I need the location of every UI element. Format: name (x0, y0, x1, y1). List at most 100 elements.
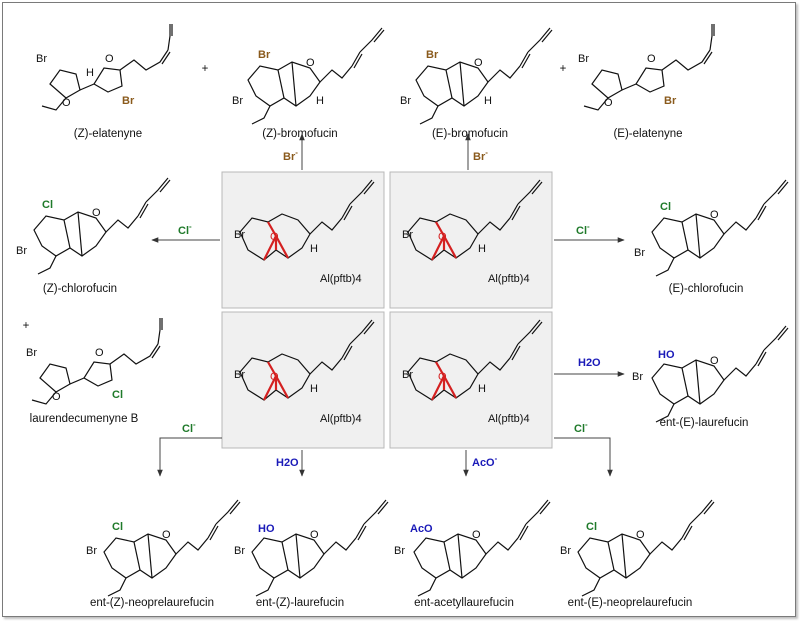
reagent-h2o-bottom: H2O (276, 457, 299, 469)
svg-text:Br: Br (394, 545, 405, 557)
svg-text:O: O (306, 57, 315, 69)
reagent-cl-left: Cl- (178, 222, 192, 237)
svg-text:Br: Br (36, 53, 47, 65)
svg-text:Br: Br (234, 369, 245, 381)
svg-text:Cl: Cl (586, 521, 597, 533)
label-e-elatenyne: (E)-elatenyne (613, 128, 682, 140)
label-e-bromofucin: (E)-bromofucin (432, 128, 508, 140)
reagent-br-left: Br- (283, 148, 298, 163)
label-e-chlorofucin: (E)-chlorofucin (669, 283, 744, 295)
label-ent-e-laurefucin: ent-(E)-laurefucin (660, 417, 749, 429)
svg-text:Br: Br (234, 229, 245, 241)
svg-text:HO: HO (658, 349, 675, 361)
label-ent-z-neoprelaurefucin: ent-(Z)-neoprelaurefucin (90, 597, 214, 609)
svg-text:Cl: Cl (112, 389, 123, 401)
svg-text:H: H (478, 243, 486, 255)
oxonium-z-top: Br O H Al(pftb)4 (234, 178, 376, 285)
label-ent-e-neoprelaurefucin: ent-(E)-neoprelaurefucin (568, 597, 693, 609)
svg-text:Al(pftb)4: Al(pftb)4 (488, 413, 530, 425)
svg-text:Br: Br (634, 247, 645, 259)
svg-text:O: O (710, 209, 719, 221)
svg-text:Br: Br (402, 229, 413, 241)
svg-text:Br: Br (402, 369, 413, 381)
svg-text:O: O (310, 529, 319, 541)
svg-text:Br: Br (632, 371, 643, 383)
svg-text:Br: Br (578, 53, 589, 65)
svg-text:O: O (472, 529, 481, 541)
e-bromofucin-structure: Br Br O H (400, 27, 553, 125)
svg-text:H: H (484, 95, 492, 107)
svg-text:H: H (310, 383, 318, 395)
svg-text:Br: Br (426, 49, 439, 61)
svg-text:O: O (438, 371, 447, 383)
ent-acetyllaurefucin-structure: AcO Br O (394, 499, 551, 597)
panel-z-top (221, 171, 385, 309)
reagent-br-right: Br- (473, 148, 488, 163)
svg-text:Br: Br (234, 545, 245, 557)
label-z-elatenyne: (Z)-elatenyne (74, 128, 142, 140)
panel-e-top (389, 171, 553, 309)
arrow-cl-bottom-left (157, 437, 222, 477)
svg-text:O: O (95, 347, 104, 359)
svg-text:H: H (310, 243, 318, 255)
oxonium-z-bottom: Br O H Al(pftb)4 (234, 318, 376, 425)
svg-text:O: O (636, 529, 645, 541)
svg-text:Br: Br (560, 545, 571, 557)
label-ent-z-laurefucin: ent-(Z)-laurefucin (256, 597, 344, 609)
svg-text:Br: Br (232, 95, 243, 107)
svg-text:AcO: AcO (410, 523, 433, 535)
svg-text:Br: Br (122, 95, 135, 107)
svg-text:H: H (316, 95, 324, 107)
label-ent-acetyllaurefucin: ent-acetyllaurefucin (414, 597, 514, 609)
svg-text:Br: Br (664, 95, 677, 107)
ent-e-neoprelaurefucin-structure: Cl Br O (560, 499, 715, 597)
oxonium-e-bottom: Br O H Al(pftb)4 (402, 318, 544, 425)
reagent-cl-bottom-left: Cl- (182, 420, 196, 435)
svg-text:O: O (105, 53, 114, 65)
panel-e-bottom (389, 311, 553, 449)
reagent-cl-right: Cl- (576, 222, 590, 237)
label-z-chlorofucin: (Z)-chlorofucin (43, 283, 117, 295)
label-z-bromofucin: (Z)-bromofucin (262, 128, 337, 140)
svg-text:Br: Br (16, 245, 27, 257)
svg-text:Al(pftb)4: Al(pftb)4 (488, 273, 530, 285)
arrow-cl-bottom-right (554, 437, 613, 477)
z-chlorofucin-structure: Cl Br O (16, 177, 171, 275)
svg-text:O: O (474, 57, 483, 69)
svg-text:H: H (478, 383, 486, 395)
z-elatenyne-structure: Br O O H Br (36, 23, 173, 111)
svg-text:H: H (86, 67, 94, 79)
svg-text:Cl: Cl (112, 521, 123, 533)
svg-text:O: O (710, 355, 719, 367)
ent-z-neoprelaurefucin-structure: Cl Br O (86, 499, 241, 597)
svg-text:O: O (52, 391, 61, 403)
svg-text:Al(pftb)4: Al(pftb)4 (320, 273, 362, 285)
laurendecumenyne-b-structure: Br O O Cl (26, 317, 163, 405)
svg-text:O: O (604, 97, 613, 109)
e-chlorofucin-structure: Cl Br O (634, 179, 789, 277)
reagent-cl-bottom-right: Cl- (574, 420, 588, 435)
plus-sign-top-left: + (202, 63, 209, 75)
oxonium-e-top: Br O H Al(pftb)4 (402, 178, 544, 285)
z-bromofucin-structure: Br Br O H (232, 27, 385, 125)
svg-text:Cl: Cl (42, 199, 53, 211)
plus-sign-top-right: + (560, 63, 567, 75)
svg-text:Br: Br (400, 95, 411, 107)
svg-text:O: O (270, 371, 279, 383)
e-elatenyne-structure: Br O O Br (578, 23, 715, 111)
svg-text:Al(pftb)4: Al(pftb)4 (320, 413, 362, 425)
ent-z-laurefucin-structure: HO Br O (234, 499, 389, 597)
svg-text:O: O (438, 231, 447, 243)
svg-text:Br: Br (86, 545, 97, 557)
svg-text:HO: HO (258, 523, 275, 535)
svg-text:O: O (92, 207, 101, 219)
svg-text:O: O (647, 53, 656, 65)
svg-text:Cl: Cl (660, 201, 671, 213)
reagent-aco-bottom: AcO- (472, 454, 498, 469)
svg-text:O: O (162, 529, 171, 541)
svg-text:Br: Br (258, 49, 271, 61)
plus-sign-left: + (23, 320, 30, 332)
svg-text:O: O (270, 231, 279, 243)
